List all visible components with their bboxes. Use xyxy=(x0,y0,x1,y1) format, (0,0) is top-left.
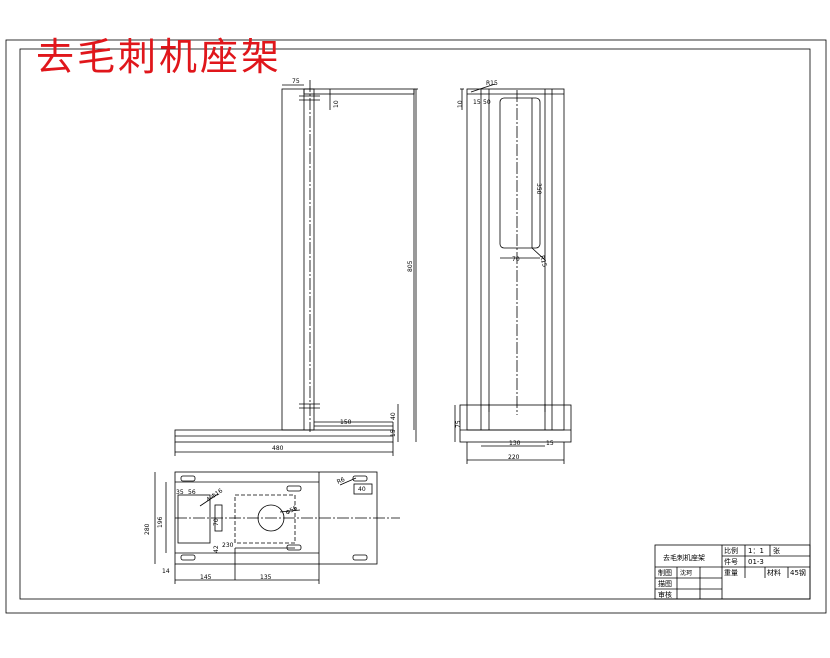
top-view xyxy=(154,471,400,584)
dim-top-dist-b: 135 xyxy=(260,574,272,581)
dim-front-base-height: 40 xyxy=(390,412,397,420)
dim-top-inner-width: 196 xyxy=(157,516,164,528)
outer-frame xyxy=(5,39,827,614)
front-column xyxy=(281,88,315,431)
tb-sheet-label: 张 xyxy=(773,546,780,555)
top-hole xyxy=(286,544,302,551)
dim-top-diameter: Φ56 xyxy=(285,504,299,516)
dim-top-offset-b: 56 xyxy=(188,489,196,496)
title-block xyxy=(654,544,811,600)
dim-front-base-step: 150 xyxy=(340,419,352,426)
top-center-hole xyxy=(257,504,285,532)
leader-radius-bottom xyxy=(531,247,546,261)
dim-side-inner-b: 50 xyxy=(483,99,491,106)
dim-top-dist-a: 145 xyxy=(200,574,212,581)
dim-top-margin: 14 xyxy=(162,568,170,575)
top-slot xyxy=(214,504,223,532)
tb-draw-label: 制图 xyxy=(658,568,672,577)
dim-side-inner-a: 15 xyxy=(473,99,481,106)
dim-side-slot-length: 350 xyxy=(535,183,542,195)
dim-top-right-w: 40 xyxy=(358,486,366,493)
dim-front-base-length: 480 xyxy=(272,445,284,452)
tb-material-value: 45钢 xyxy=(790,568,806,577)
dim-top-inner-w: 230 xyxy=(222,542,234,549)
dim-side-edge: 15 xyxy=(546,440,554,447)
dim-side-total-width: 220 xyxy=(508,454,520,461)
dim-front-top-offset: 75 xyxy=(292,78,300,85)
tb-material-label: 材料 xyxy=(767,568,781,577)
dim-top-width: 280 xyxy=(144,523,151,535)
dim-top-hole-spec: 4-Φ16 xyxy=(205,487,224,503)
dim-top-corner: R6 xyxy=(336,476,346,486)
dim-side-radius-top: R15 xyxy=(486,80,498,87)
tb-review-label: 审核 xyxy=(658,590,672,599)
top-hole xyxy=(352,475,368,482)
dim-side-inner-width: 130 xyxy=(509,440,521,447)
drawing-title: 去毛刺机座架 xyxy=(36,35,283,79)
dim-side-radius-bottom: R15 xyxy=(538,255,548,268)
dim-front-height: 805 xyxy=(407,260,414,272)
top-hole xyxy=(180,554,196,561)
top-hole xyxy=(286,485,302,492)
front-top-plate xyxy=(303,88,415,95)
dim-top-offset-a: 35 xyxy=(176,489,184,496)
side-view xyxy=(454,83,572,464)
leader-corner xyxy=(339,477,357,486)
tb-scale-value: 1：1 xyxy=(748,547,764,555)
dim-side-slot-width: 70 xyxy=(512,256,520,263)
dim-top-small: 42 xyxy=(213,545,220,553)
top-hole xyxy=(352,554,368,561)
side-slot xyxy=(499,97,541,249)
side-foot xyxy=(459,404,572,443)
dim-front-top-gap: 10 xyxy=(333,100,340,108)
tb-check-label: 描图 xyxy=(658,579,672,588)
title-block-frame xyxy=(654,544,811,600)
tb-draw-value: 沈珂 xyxy=(680,569,692,577)
tb-part-name: 去毛刺机座架 xyxy=(663,553,705,562)
leader-diameter xyxy=(279,509,301,513)
front-view xyxy=(174,80,418,456)
dim-side-top-height: 10 xyxy=(457,100,464,108)
tb-number-value: 01-3 xyxy=(748,558,764,566)
leader-hole xyxy=(199,493,219,507)
leader-radius-top xyxy=(470,83,496,93)
top-hidden-rect xyxy=(234,494,296,544)
tb-scale-label: 比例 xyxy=(724,546,738,555)
tb-weight-label: 重量 xyxy=(724,569,738,577)
dim-top-inner-h: 70 xyxy=(213,518,220,526)
inner-frame xyxy=(19,48,811,600)
tb-number-label: 件号 xyxy=(724,557,738,566)
dim-side-foot-height: 75 xyxy=(455,420,462,428)
top-pocket xyxy=(177,494,211,544)
dim-front-base-thick: 15 xyxy=(390,429,397,437)
top-right-block xyxy=(353,483,373,495)
top-hole xyxy=(180,475,196,482)
